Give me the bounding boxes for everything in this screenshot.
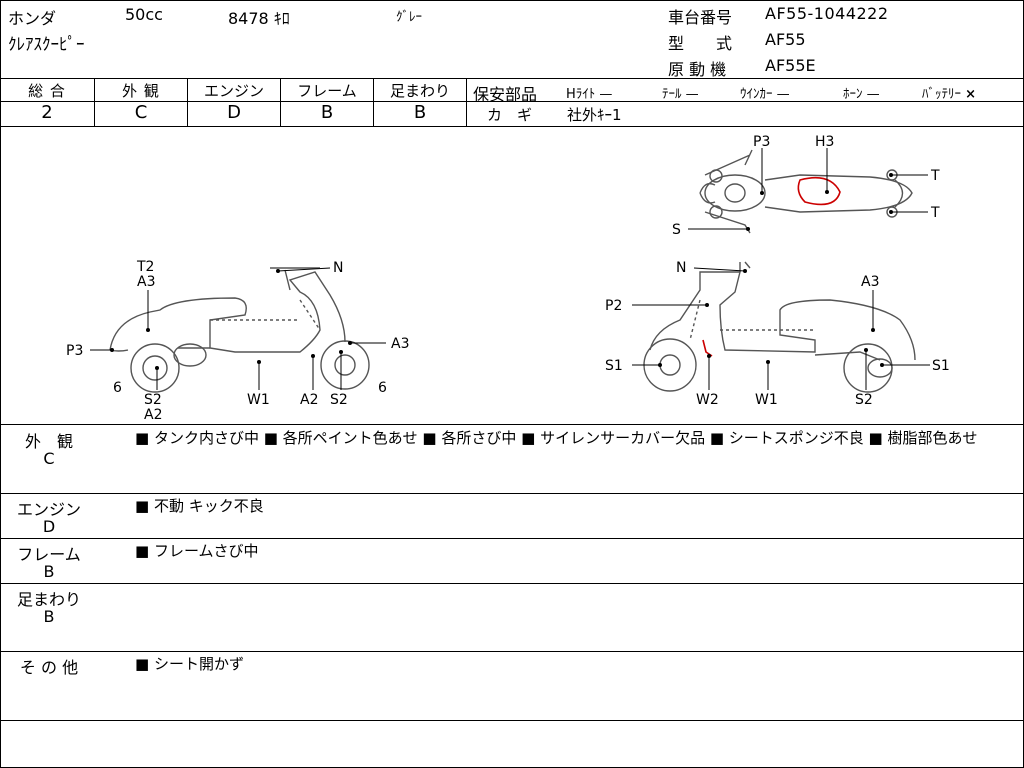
engine-model-label: 原 動 機 <box>668 60 727 79</box>
section-frame-text: ■ フレームさび中 <box>135 542 259 560</box>
label-top-h3: H3 <box>815 134 834 150</box>
damage-diagram: P3 H3 T T S T2 A3 N A3 P3 6 S2 A2 W1 A2 … <box>66 134 950 423</box>
grade-frame-label: フレーム <box>297 82 357 100</box>
section-frame-label: フレーム <box>17 545 81 564</box>
taillight-status: — <box>685 87 699 102</box>
section-frame-grade: B <box>43 562 55 581</box>
label-left-t2: T2 <box>136 259 154 275</box>
section-exterior-label: 外 観 <box>24 432 73 451</box>
label-left-a2: A2 <box>144 407 162 423</box>
maker: ホンダ <box>8 9 57 28</box>
label-top-t2: T <box>930 205 940 221</box>
label-left-p3: P3 <box>66 343 83 359</box>
label-right-s1-left: S1 <box>605 358 623 374</box>
safety-label: 保安部品 <box>473 85 538 104</box>
label-top-t1: T <box>930 168 940 184</box>
safety-battery: ﾊﾞｯﾃﾘｰ × <box>922 87 977 102</box>
section-engine-text: ■ 不動 キック不良 <box>135 497 264 515</box>
label-left-6-right: 6 <box>378 380 387 396</box>
grade-engine-label: エンジン <box>203 82 264 100</box>
label-right-s1-right: S1 <box>932 358 950 374</box>
key-label: カ ギ <box>487 106 533 124</box>
type-value: AF55 <box>765 30 806 49</box>
damage-mark-right-floor <box>702 339 713 357</box>
label-right-a3: A3 <box>861 274 879 290</box>
grade-overall-value: 2 <box>41 102 53 123</box>
mileage: 8478 ｷﾛ <box>228 9 290 28</box>
safety-headlight: Hﾗｲﾄ — <box>566 87 613 102</box>
battery-status: × <box>965 87 977 102</box>
label-right-p2: P2 <box>605 298 622 314</box>
model-name: ｸﾚｱｽｸｰﾋﾟｰ <box>8 35 85 55</box>
displacement: 50cc <box>125 5 163 24</box>
label-left-n: N <box>333 260 343 276</box>
label-right-w2: W2 <box>696 392 719 408</box>
scooter-top-view <box>699 149 913 234</box>
section-engine-grade: D <box>42 517 56 536</box>
label-left-a3-top: A3 <box>137 274 155 290</box>
engine-model-value: AF55E <box>765 56 816 75</box>
section-exterior-text: ■ タンク内さび中 ■ 各所ペイント色あせ ■ 各所さび中 ■ サイレンサーカバ… <box>135 429 978 447</box>
frame-no-label: 車台番号 <box>668 8 733 27</box>
label-left-s2: S2 <box>144 392 162 408</box>
section-suspension-label: 足まわり <box>16 590 81 609</box>
label-right-n: N <box>676 260 686 276</box>
winker-status: — <box>776 87 790 102</box>
section-other-text: ■ シート開かず <box>135 655 244 673</box>
label-left-w1: W1 <box>247 392 270 408</box>
frame-no-value: AF55-1044222 <box>765 4 889 23</box>
label-left-a3-right: A3 <box>391 336 409 352</box>
safety-horn: ﾎｰﾝ — <box>843 87 880 102</box>
safety-taillight: ﾃｰﾙ — <box>662 87 699 102</box>
grades-divider <box>0 126 1024 127</box>
horn-status: — <box>866 87 880 102</box>
section-exterior-grade: C <box>43 449 55 468</box>
headlight-status: — <box>599 87 613 102</box>
section-engine-label: エンジン <box>16 500 81 519</box>
label-top-s: S <box>672 222 681 238</box>
grade-exterior-label: 外 観 <box>122 82 160 100</box>
label-right-s2: S2 <box>855 392 873 408</box>
label-left-s2-mid: S2 <box>330 392 348 408</box>
scooter-right-view <box>643 261 916 393</box>
grade-overall-label: 総 合 <box>28 82 66 100</box>
label-top-p3: P3 <box>753 134 770 150</box>
label-left-a2-mid: A2 <box>300 392 318 408</box>
grade-suspension-label: 足まわり <box>389 82 450 100</box>
safety-winker: ｳｲﾝｶｰ — <box>740 87 790 102</box>
diagram-divider <box>0 424 1024 425</box>
grade-frame-value: B <box>320 102 334 123</box>
grade-suspension-value: B <box>413 102 427 123</box>
color: ｸﾞﾚｰ <box>396 10 422 25</box>
header-divider <box>0 78 1024 79</box>
section-other-label: そ の 他 <box>19 658 79 677</box>
section-suspension-grade: B <box>43 607 55 626</box>
grade-engine-value: D <box>227 102 241 123</box>
key-value: 社外ｷｰ1 <box>567 106 622 124</box>
label-left-6-left: 6 <box>113 380 122 396</box>
grade-exterior-value: C <box>134 102 148 123</box>
label-right-w1: W1 <box>755 392 778 408</box>
type-label: 型 式 <box>668 34 733 53</box>
damage-mark-top-seat <box>797 176 841 206</box>
